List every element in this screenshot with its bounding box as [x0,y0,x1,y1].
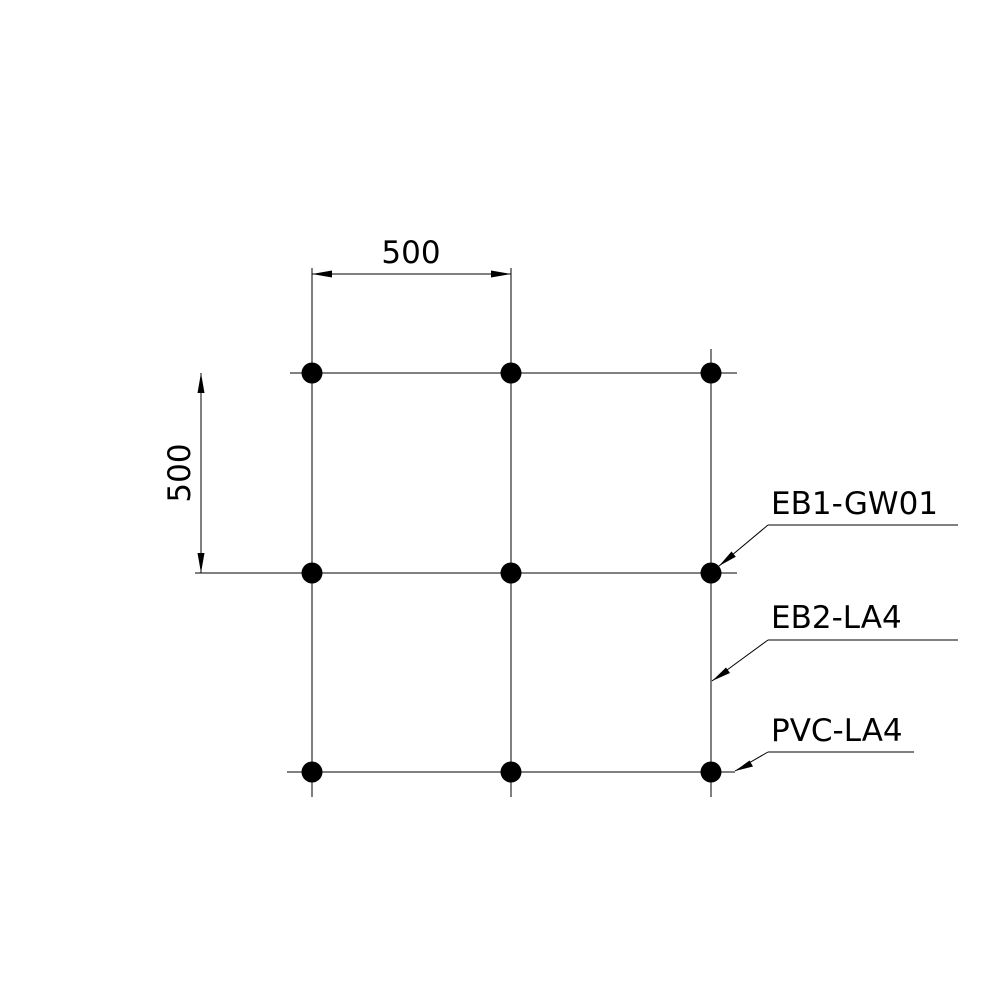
label-eb2-la4: EB2-LA4 [771,600,902,636]
grid-node-r2-c1 [301,562,323,584]
grid-nodes [301,362,722,783]
vertical-dimension-text: 500 [162,443,198,502]
vertical-dimension: 500 [162,373,205,573]
label-eb1-gw01: EB1-GW01 [771,486,938,522]
grid-horizontal-lines [195,372,737,773]
vertical-dimension-arrow-top [197,373,205,393]
horizontal-dimension-text: 500 [381,235,440,271]
grid-node-r2-c2 [500,562,522,584]
leader-eb2-la4-arrow [712,667,730,681]
leader-pvc-la4: PVC-LA4 [734,713,914,772]
label-pvc-la4: PVC-LA4 [771,713,903,749]
leader-eb1-gw01: EB1-GW01 [718,486,958,567]
horizontal-dimension-arrow-left [312,270,332,278]
leader-eb2-la4: EB2-LA4 [711,600,958,682]
grid-node-r3-c2 [500,761,522,783]
grid-node-r2-c3 [700,562,722,584]
grid-node-r1-c1 [301,362,323,384]
grid-node-r3-c3 [700,761,722,783]
grid-node-r1-c2 [500,362,522,384]
grid-vertical-lines [311,268,712,797]
leader-pvc-la4-arrow [735,760,753,771]
grid-node-r3-c1 [301,761,323,783]
horizontal-dimension: 500 [312,235,511,278]
horizontal-dimension-arrow-right [491,270,511,278]
vertical-dimension-arrow-bottom [197,553,205,573]
leader-eb1-gw01-arrow [719,551,736,566]
grid-node-r1-c3 [700,362,722,384]
